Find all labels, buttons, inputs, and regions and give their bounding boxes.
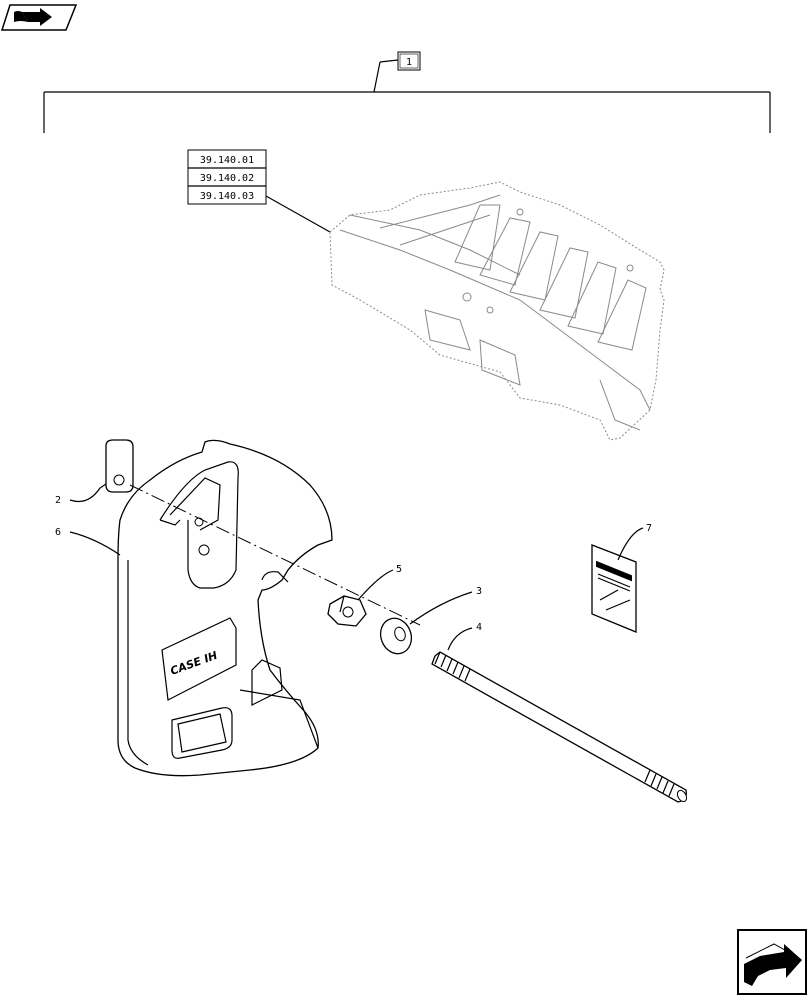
part-5-nut [327,595,367,627]
group-label-text: 1 [406,57,412,68]
callout-5-label: 5 [396,564,402,575]
weight-carrier-ghost [329,181,665,441]
part-3-washer [379,617,413,655]
reference-boxes: 39.140.01 39.140.02 39.140.03 [187,149,331,233]
callout-3: 3 [409,586,482,625]
callout-4-label: 4 [476,622,482,633]
part-7-decal [591,544,637,633]
callout-3-label: 3 [476,586,482,597]
callout-5: 5 [357,564,402,601]
part-4-rod [431,651,688,803]
callout-2-label: 2 [55,495,61,506]
reference-1: 39.140.01 [200,155,254,166]
callout-6: 6 [55,527,121,556]
group-label: 1 [397,51,421,71]
next-page-arrow-icon[interactable] [737,929,807,995]
group-bracket [43,59,771,133]
book-arrow-icon[interactable] [0,4,78,31]
callout-4: 4 [447,622,482,651]
callout-6-label: 6 [55,527,61,538]
reference-2: 39.140.02 [200,173,254,184]
reference-3: 39.140.03 [200,191,254,202]
axis-line [129,484,421,626]
callout-2: 2 [55,483,107,506]
part-6-weight: CASE IH [117,439,333,777]
callout-7-label: 7 [646,523,652,534]
part-2-pad [105,439,134,493]
callout-7: 7 [617,523,652,561]
